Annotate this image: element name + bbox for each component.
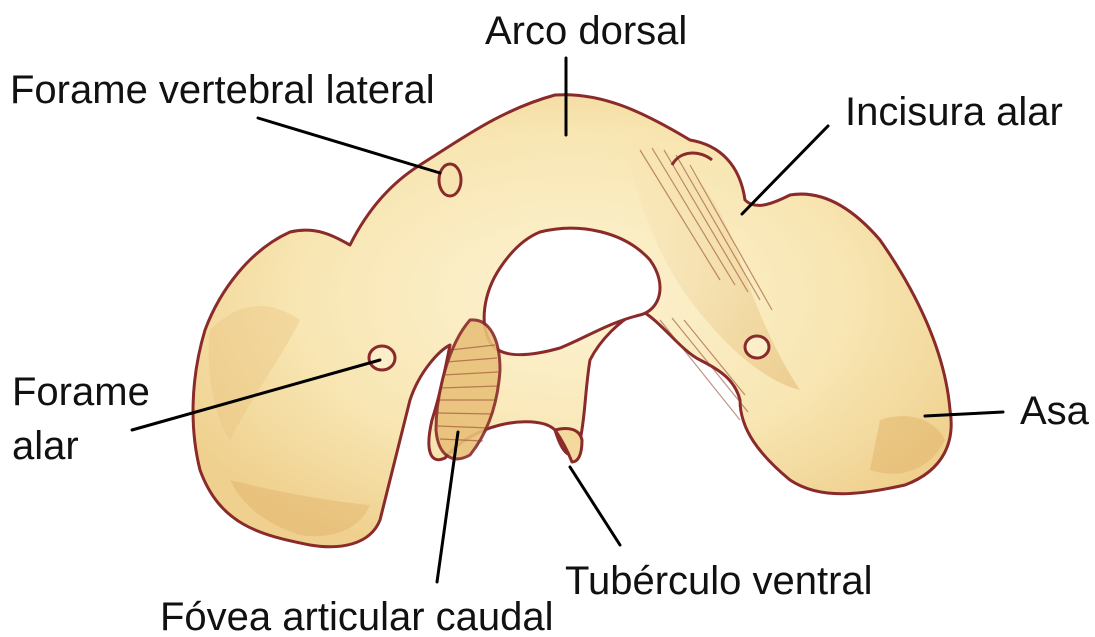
leader-forame-vertebral-lateral — [258, 118, 440, 173]
alar-foramen — [369, 346, 395, 370]
label-incisura-alar: Incisura alar — [845, 90, 1063, 134]
small-foramen-right — [745, 336, 769, 358]
label-arco-dorsal: Arco dorsal — [485, 9, 687, 53]
label-forame-alar-line2: alar — [12, 424, 79, 468]
label-forame-vertebral-lateral: Forame vertebral lateral — [10, 68, 435, 112]
ventral-tubercle — [555, 428, 582, 462]
lateral-vertebral-foramen — [439, 164, 461, 196]
label-asa: Asa — [1020, 389, 1090, 433]
vertebra-bone — [193, 95, 951, 547]
label-tuberculo-ventral: Tubérculo ventral — [565, 559, 873, 603]
leader-tuberculo-ventral — [570, 467, 620, 545]
label-fovea-articular-caudal: Fóvea articular caudal — [160, 595, 554, 637]
label-forame-alar-line1: Forame — [12, 370, 150, 414]
